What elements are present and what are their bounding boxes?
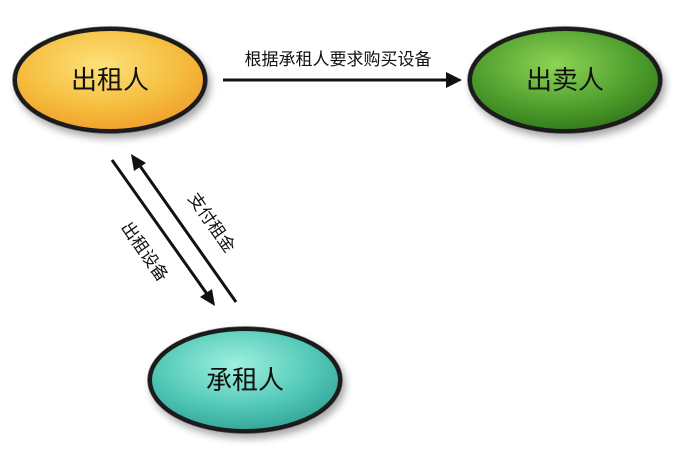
edge-purchase — [223, 72, 462, 88]
node-lessee-label: 承租人 — [206, 366, 284, 396]
node-seller-label: 出卖人 — [526, 66, 604, 96]
edge-rent-equipment-arrowhead — [200, 289, 215, 306]
node-lessor-label: 出租人 — [71, 66, 149, 96]
node-lessor-outline — [12, 26, 208, 134]
edge-rent-equipment — [110, 159, 215, 306]
node-lessor-shape — [13, 27, 207, 133]
node-lessee-outline — [147, 326, 343, 434]
edge-pay-rent-arrowhead — [131, 154, 146, 171]
edge-rent-equipment-line — [110, 159, 209, 295]
node-lessee-shape — [148, 327, 342, 433]
edge-pay-rent-line — [138, 165, 238, 303]
edge-rent-equipment-label: 出租设备 — [116, 219, 171, 286]
node-lessor — [12, 26, 208, 134]
edge-purchase-label: 根据承租人要求购买设备 — [245, 50, 432, 70]
node-seller-shape — [468, 27, 662, 133]
edge-purchase-arrowhead — [446, 72, 462, 88]
node-lessee — [147, 326, 343, 434]
edge-pay-rent-label: 支付租金 — [183, 190, 238, 257]
node-seller-outline — [467, 26, 663, 134]
node-seller — [467, 26, 663, 134]
edge-pay-rent — [131, 154, 238, 303]
